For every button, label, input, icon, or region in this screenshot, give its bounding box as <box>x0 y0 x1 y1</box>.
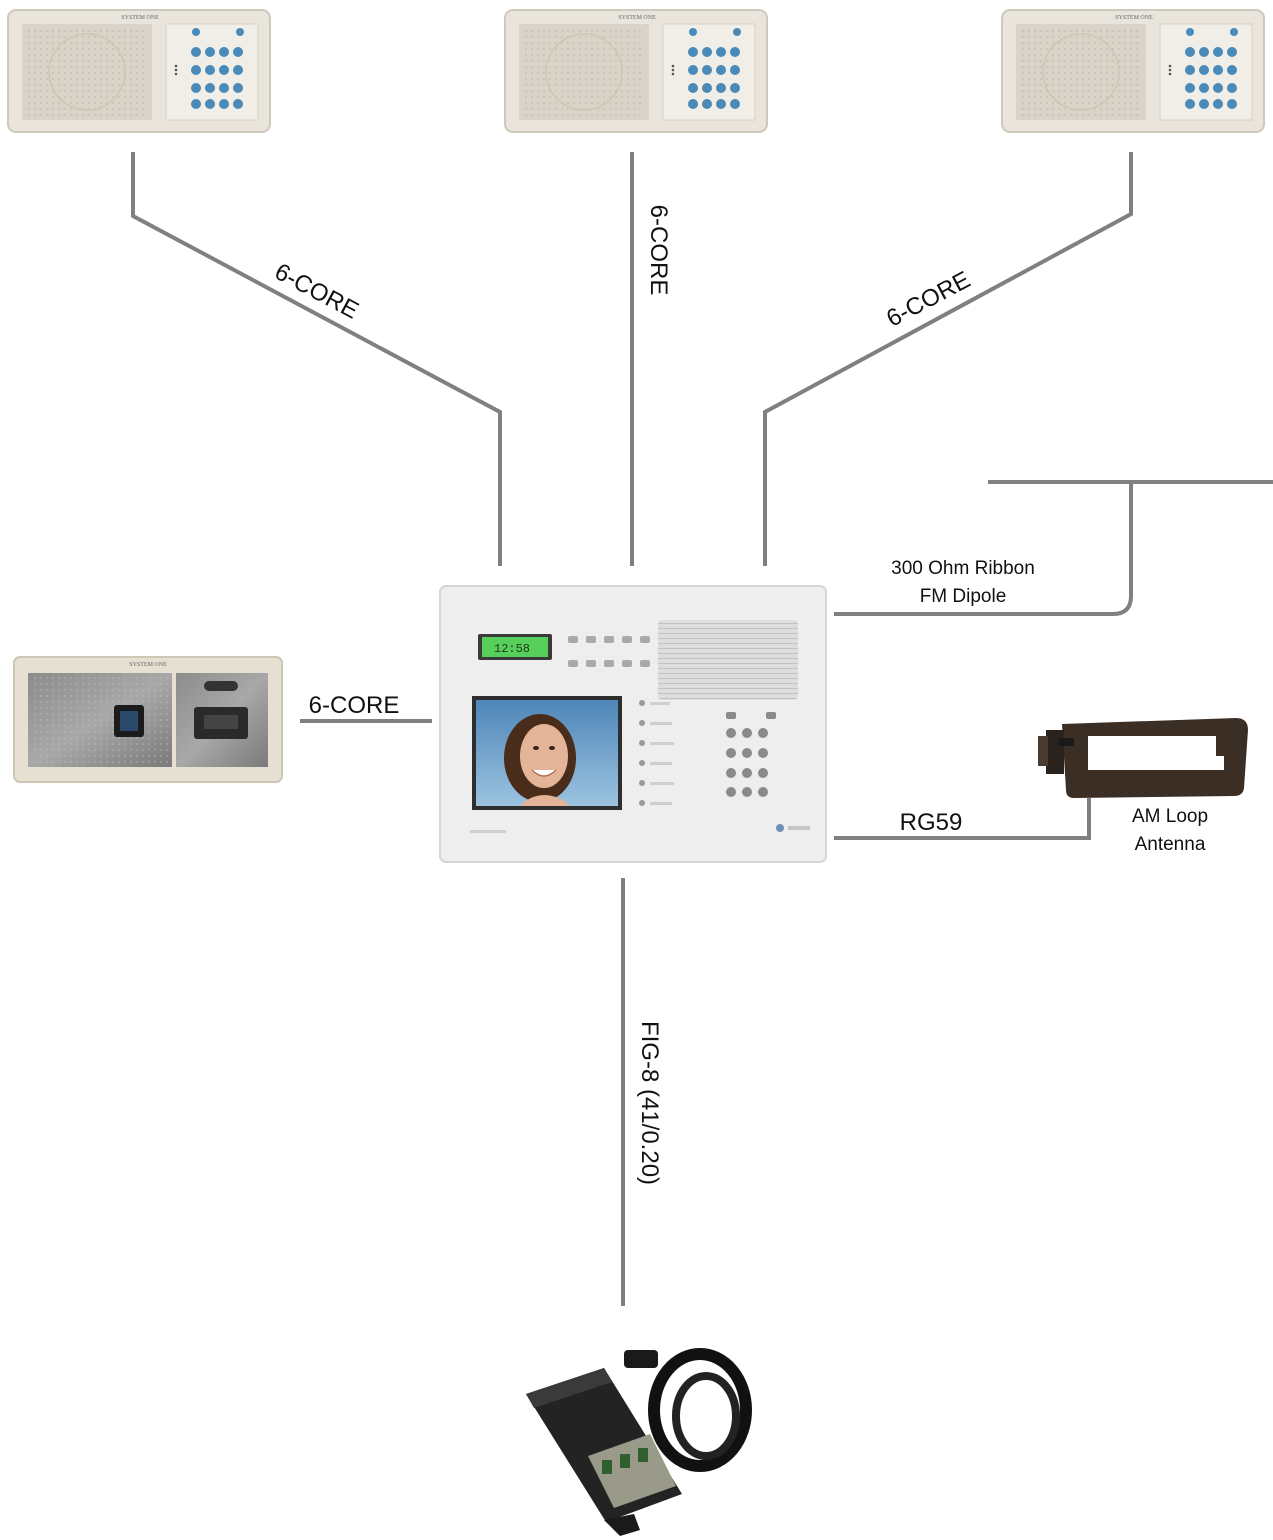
brand-label: SYSTEM ONE <box>618 15 656 21</box>
brand-label: SYSTEM ONE <box>129 662 167 668</box>
brand-label: SYSTEM ONE <box>1115 15 1153 21</box>
loop-antenna-icon <box>1038 718 1248 798</box>
label-power-cable: FIG-8 (41/0.20) <box>636 1021 663 1185</box>
wire-room-1 <box>133 152 500 566</box>
room-station-3: SYSTEM ONE <box>1002 10 1264 132</box>
master-panel: 12:58 <box>440 586 826 862</box>
wire-fm-dipole <box>834 482 1273 614</box>
lcd-text: 12:58 <box>494 642 530 656</box>
door-station: SYSTEM ONE <box>14 657 282 782</box>
power-pack-icon <box>526 1350 746 1536</box>
logo-icon <box>776 824 784 832</box>
brand-label: SYSTEM ONE <box>121 15 159 21</box>
label-am-antenna-line2: Antenna <box>1135 834 1206 855</box>
label-am-antenna-line1: AM Loop <box>1132 806 1208 827</box>
room-station-1: SYSTEM ONE <box>8 10 270 132</box>
label-room-2-cable: 6-CORE <box>645 205 672 296</box>
label-am-cable: RG59 <box>900 809 963 836</box>
label-fm-ribbon: 300 Ohm Ribbon <box>891 558 1035 579</box>
label-door-station-cable: 6-CORE <box>309 692 400 719</box>
label-fm-dipole: FM Dipole <box>920 586 1007 607</box>
speaker-grille <box>658 620 798 700</box>
room-station-2: SYSTEM ONE <box>505 10 767 132</box>
wire-room-3 <box>765 152 1131 566</box>
